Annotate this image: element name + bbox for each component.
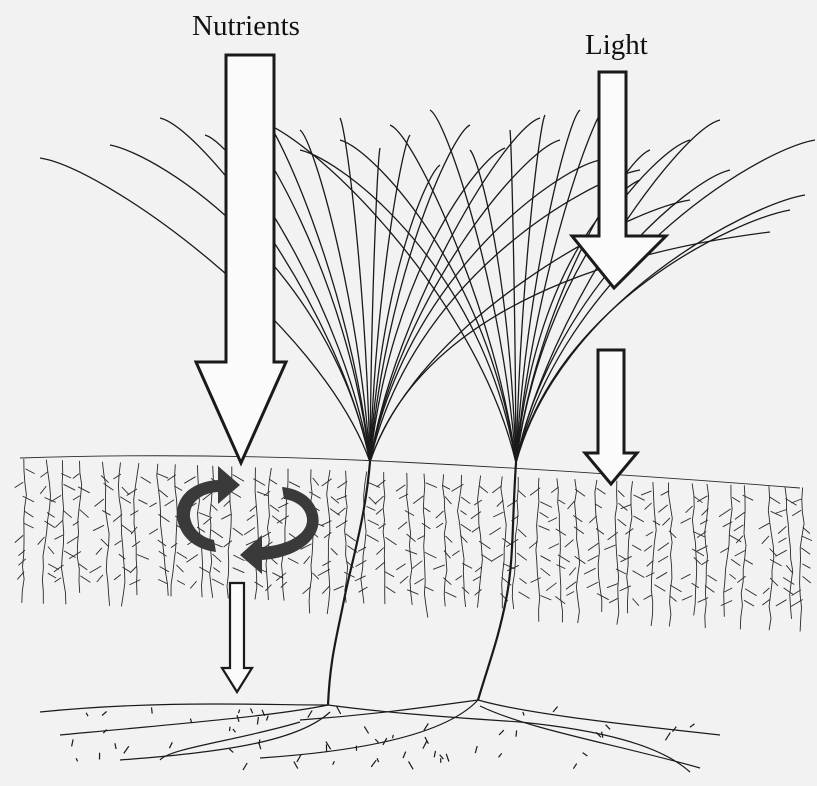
light-label: Light (585, 31, 648, 60)
root-branch (393, 735, 394, 738)
root-branch (516, 730, 517, 736)
root-branch (152, 707, 153, 713)
root-branch (230, 727, 231, 731)
nutrients-label: Nutrients (192, 12, 300, 41)
